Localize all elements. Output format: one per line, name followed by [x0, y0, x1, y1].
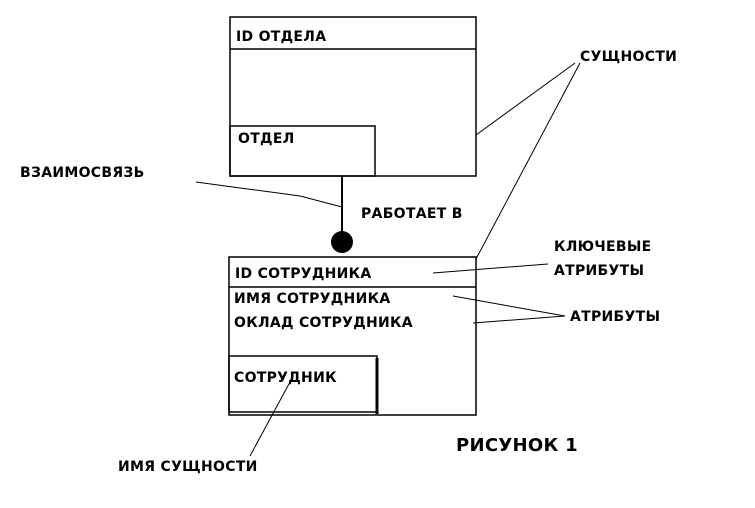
callout-line-entities-1 — [475, 62, 576, 136]
callout-line-attributes-2 — [472, 315, 566, 324]
callout-line-entity-name — [249, 381, 291, 457]
callout-entities: СУЩНОСТИ — [580, 49, 678, 65]
employee-attribute-name: ИМЯ СОТРУДНИКА — [234, 291, 391, 307]
callout-relationship: ВЗАИМОСВЯЗЬ — [20, 165, 145, 181]
callout-line-relationship — [195, 181, 343, 208]
department-key-attribute: ID ОТДЕЛА — [236, 29, 327, 45]
relationship-dot — [331, 231, 353, 253]
callout-attributes: АТРИБУТЫ — [570, 309, 661, 325]
callout-line-key-attributes — [432, 263, 549, 274]
callout-key-attributes-line1: КЛЮЧЕВЫЕ — [554, 239, 652, 255]
employee-attribute-salary: ОКЛАД СОТРУДНИКА — [234, 315, 413, 331]
callout-line-entities-2 — [475, 62, 581, 260]
figure-caption: РИСУНОК 1 — [456, 435, 578, 456]
callout-key-attributes-line2: АТРИБУТЫ — [554, 263, 645, 279]
employee-entity-box — [228, 256, 477, 416]
employee-entity-name: СОТРУДНИК — [234, 370, 337, 386]
employee-key-attribute: ID СОТРУДНИКА — [235, 266, 372, 282]
department-entity-name: ОТДЕЛ — [238, 131, 295, 147]
callout-entity-name: ИМЯ СУЩНОСТИ — [118, 459, 258, 475]
callout-line-attributes-1 — [452, 295, 566, 317]
department-name-box — [229, 125, 376, 177]
relationship-name: РАБОТАЕТ В — [361, 206, 463, 222]
